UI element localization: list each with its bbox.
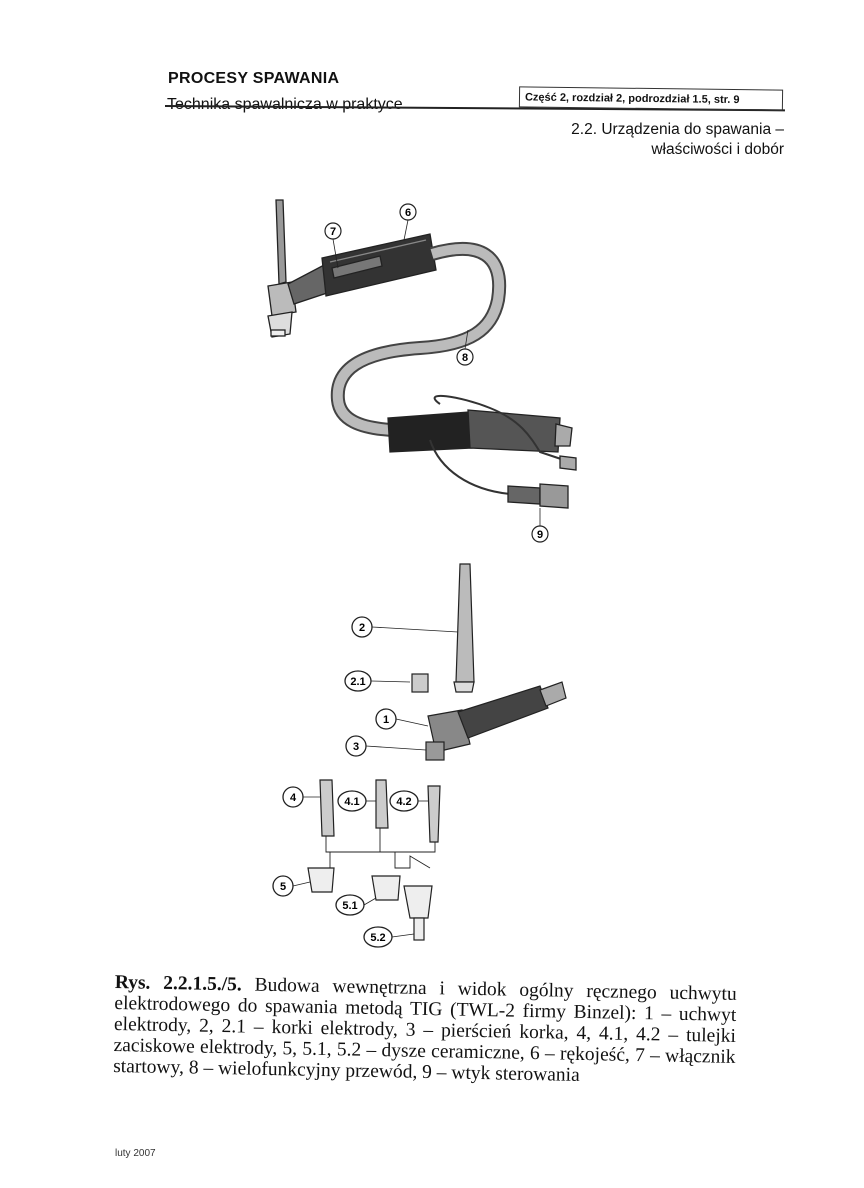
svg-text:5.1: 5.1 <box>342 900 357 912</box>
callout-5: 5 <box>272 875 311 897</box>
svg-text:2.1: 2.1 <box>350 676 365 688</box>
figure-caption: Rys. 2.2.1.5./5. Budowa wewnętrzna i wid… <box>113 972 737 1089</box>
callout-3: 3 <box>345 735 427 757</box>
svg-text:3: 3 <box>353 741 359 753</box>
publication-subtitle: Technika spawalnicza w praktyce <box>167 96 403 113</box>
callout-5-1: 5.1 <box>335 894 377 916</box>
svg-text:5: 5 <box>280 881 286 893</box>
section-title-line1: 2.2. Urządzenia do spawania – <box>571 121 784 138</box>
callout-8: 8 <box>456 329 474 366</box>
svg-text:9: 9 <box>537 529 543 541</box>
callout-1: 1 <box>375 708 429 730</box>
svg-text:2: 2 <box>359 622 365 634</box>
chapter-reference-box: Część 2, rozdział 2, podrozdział 1.5, st… <box>518 86 784 111</box>
callout-7: 7 <box>324 222 342 269</box>
page-title: PROCESY SPAWANIA <box>168 70 340 87</box>
section-title-line2: właściwości i dobór <box>651 141 784 158</box>
svg-text:4.2: 4.2 <box>396 796 411 808</box>
figure-number: Rys. 2.2.1.5./5. <box>114 972 242 996</box>
callout-4: 4 <box>282 786 320 808</box>
callout-6: 6 <box>399 203 417 241</box>
svg-text:4.1: 4.1 <box>344 796 359 808</box>
svg-text:7: 7 <box>330 226 336 238</box>
exploded-view-illustration <box>307 563 567 941</box>
callout-4-1: 4.1 <box>337 790 376 812</box>
svg-text:6: 6 <box>405 207 411 219</box>
callout-4-2: 4.2 <box>389 790 428 812</box>
callout-9: 9 <box>531 508 549 543</box>
svg-text:4: 4 <box>290 792 297 804</box>
callout-5-2: 5.2 <box>363 926 415 948</box>
svg-text:8: 8 <box>462 352 468 364</box>
svg-text:5.2: 5.2 <box>370 932 385 944</box>
callout-2: 2 <box>351 616 459 638</box>
callout-2-1: 2.1 <box>344 670 411 692</box>
svg-text:1: 1 <box>383 714 389 726</box>
footer-date: luty 2007 <box>115 1148 156 1159</box>
torch-assembly-illustration <box>267 199 577 509</box>
section-title: 2.2. Urządzenia do spawania – właściwośc… <box>571 120 784 160</box>
